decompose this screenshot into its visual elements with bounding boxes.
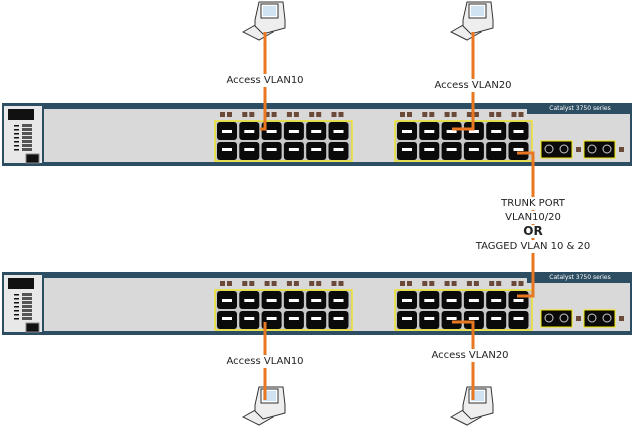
mode-button[interactable]	[25, 153, 40, 164]
port-led-icon	[473, 112, 479, 117]
port-led-icon	[511, 281, 517, 286]
port-block-1	[214, 281, 353, 331]
sfp-led-icon	[576, 316, 581, 321]
sfp-module-2[interactable]	[583, 140, 616, 159]
label-access-vlan20-top: Access VLAN20	[433, 79, 513, 92]
links	[260, 32, 535, 400]
port-led-icon	[271, 281, 277, 286]
port-led-icon	[466, 281, 472, 286]
cisco-logo-icon	[8, 109, 34, 120]
port-led-icon	[309, 112, 315, 117]
port-led-icon	[489, 112, 495, 117]
keyboard-icon	[449, 408, 483, 426]
port-led-icon	[249, 281, 255, 286]
link-top-left	[260, 32, 267, 131]
port-led-icon	[422, 281, 428, 286]
port-led-icon	[331, 281, 337, 286]
link-top-right	[452, 32, 475, 131]
link-trunk	[517, 151, 535, 298]
port-block-2	[394, 281, 533, 331]
sfp-led-icon	[576, 147, 581, 152]
port-led-icon	[451, 112, 457, 117]
port-led-icon	[518, 281, 524, 286]
sfp-module-2[interactable]	[583, 309, 616, 328]
port-led-icon	[316, 112, 322, 117]
label-trunk-vlans: VLAN10/20	[504, 211, 562, 224]
label-trunk-port: TRUNK PORT	[500, 197, 566, 210]
port-led-icon	[518, 112, 524, 117]
port-led-icon	[286, 112, 292, 117]
port-led-icon	[429, 281, 435, 286]
port-led-icon	[242, 281, 248, 286]
port-led-icon	[444, 281, 450, 286]
port-led-icon	[466, 112, 472, 117]
port-led-icon	[293, 281, 299, 286]
port-led-icon	[227, 112, 232, 117]
port-led-icon	[407, 112, 412, 117]
port-led-icon	[293, 112, 299, 117]
port-led-icon	[496, 281, 502, 286]
port-led-icon	[400, 281, 405, 286]
port-led-icon	[429, 112, 435, 117]
port-led-icon	[331, 112, 337, 117]
port-led-icon	[271, 112, 277, 117]
port-led-icon	[451, 281, 457, 286]
port-led-icon	[220, 281, 225, 286]
port-led-icon	[249, 112, 255, 117]
port-led-icon	[286, 281, 292, 286]
mode-button[interactable]	[25, 322, 40, 333]
port-block-1	[214, 112, 353, 162]
sfp-module-1[interactable]	[540, 140, 573, 159]
port-led-icon	[227, 281, 232, 286]
port-led-icon	[309, 281, 315, 286]
sfp-led-icon	[619, 316, 624, 321]
port-led-icon	[422, 112, 428, 117]
cisco-logo-icon	[8, 278, 34, 289]
sfp-led-icon	[619, 147, 624, 152]
link-bottom-right	[452, 320, 475, 400]
keyboard-icon	[241, 408, 275, 426]
switch-1: Catalyst 3750 series	[2, 103, 632, 166]
label-tagged-vlan: TAGGED VLAN 10 & 20	[474, 240, 592, 253]
label-access-vlan20-bottom: Access VLAN20	[430, 349, 510, 362]
port-led-icon	[400, 112, 405, 117]
port-led-icon	[338, 112, 344, 117]
port-led-icon	[264, 112, 270, 117]
label-access-vlan10-bottom: Access VLAN10	[225, 355, 305, 368]
switch-model-label: Catalyst 3750 series	[549, 274, 610, 281]
port-led-icon	[316, 281, 322, 286]
label-access-vlan10-top: Access VLAN10	[225, 74, 305, 87]
port-led-icon	[489, 281, 495, 286]
port-led-icon	[407, 281, 412, 286]
port-led-icon	[220, 112, 225, 117]
switch-2: Catalyst 3750 series	[2, 272, 632, 335]
label-or: OR	[522, 224, 544, 238]
port-led-icon	[338, 281, 344, 286]
switch-model-label: Catalyst 3750 series	[549, 105, 610, 112]
port-led-icon	[242, 112, 248, 117]
port-led-icon	[473, 281, 479, 286]
sfp-module-1[interactable]	[540, 309, 573, 328]
port-led-icon	[496, 112, 502, 117]
port-led-icon	[511, 112, 517, 117]
port-led-icon	[444, 112, 450, 117]
port-block-2	[394, 112, 533, 162]
port-led-icon	[264, 281, 270, 286]
